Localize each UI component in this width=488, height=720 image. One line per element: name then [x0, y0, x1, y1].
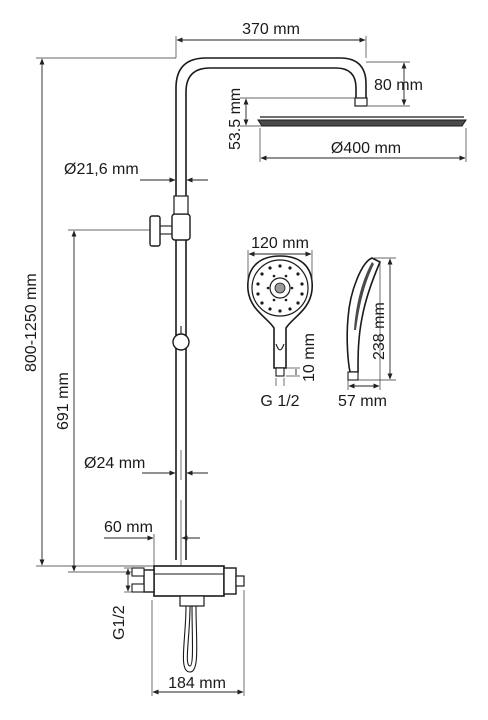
dimension-mixer-width: 184 mm	[151, 590, 245, 696]
thermostatic-mixer	[131, 565, 245, 607]
hand-shower-front	[247, 255, 313, 377]
label-mixer-width: 184 mm	[168, 675, 226, 692]
label-rail-height: 691 mm	[55, 372, 72, 430]
label-handshower-depth: 57 mm	[338, 393, 387, 410]
dimension-arm-length: 370 mm	[175, 21, 367, 58]
dimension-lower-pipe: Ø24 mm	[84, 450, 208, 480]
label-handshower-width: 120 mm	[251, 235, 309, 252]
label-lower-pipe-diameter: Ø24 mm	[84, 455, 145, 472]
dimension-rail-height: 691 mm	[55, 229, 150, 573]
label-handshower-connector: 10 mm	[301, 333, 318, 382]
dimension-handshower-width: 120 mm	[247, 235, 313, 282]
dimension-arm-drop: 80 mm	[366, 61, 423, 107]
hand-shower-side	[346, 257, 382, 381]
dimension-handshower-connector: 10 mm	[286, 333, 318, 382]
label-arm-length: 370 mm	[242, 21, 300, 38]
handshower-thread-callout: G 1/2	[260, 378, 300, 410]
dimension-inlet-thread: G1/2	[111, 567, 132, 640]
handshower-holder	[149, 195, 191, 247]
riser-pipe	[175, 57, 367, 560]
diverter-knob	[172, 326, 190, 351]
nozzles	[256, 264, 304, 313]
label-inlet-thread: G1/2	[111, 605, 128, 640]
label-handshower-thread: G 1/2	[260, 393, 299, 410]
label-upper-pipe-diameter: Ø21,6 mm	[64, 161, 139, 178]
holder-knob	[149, 215, 161, 247]
label-total-height: 800-1250 mm	[23, 273, 40, 372]
dimension-head-thickness: 53.5 mm	[227, 88, 356, 150]
dimension-inlet-offset: 60 mm	[104, 500, 200, 566]
shower-hose	[182, 605, 198, 673]
label-head-diameter: Ø400 mm	[331, 140, 401, 157]
dimension-handshower-length: 238 mm	[358, 257, 396, 381]
label-inlet-offset: 60 mm	[104, 519, 153, 536]
label-handshower-length: 238 mm	[371, 302, 388, 360]
dimension-total-height: 800-1250 mm	[23, 57, 176, 567]
label-head-thickness: 53.5 mm	[227, 88, 244, 150]
label-arm-drop: 80 mm	[374, 77, 423, 94]
dimension-upper-pipe: Ø21,6 mm	[64, 161, 208, 183]
rain-shower-head	[257, 97, 467, 127]
dimension-head-diameter: Ø400 mm	[259, 128, 467, 162]
dimension-handshower-depth: 57 mm	[338, 262, 387, 410]
